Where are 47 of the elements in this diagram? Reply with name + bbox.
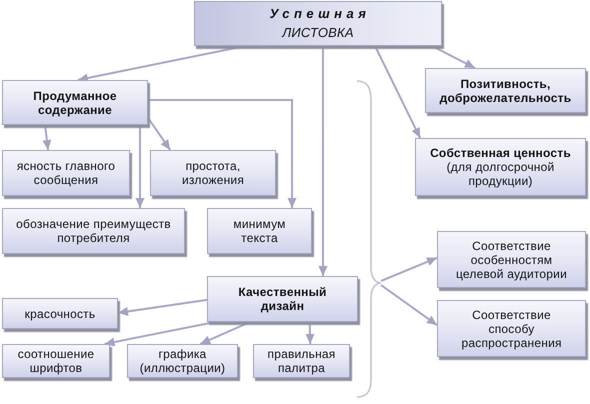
concept-box xyxy=(207,276,358,322)
arrow xyxy=(432,45,476,69)
box-label: простота, изложения xyxy=(180,159,246,187)
box-label: Позитивность, доброжелательность xyxy=(438,76,572,104)
arrow xyxy=(104,321,216,346)
concept-box xyxy=(2,80,148,125)
box-label: графика (иллюстрации) xyxy=(138,347,226,375)
box-label: ясность главного сообщения xyxy=(16,159,116,187)
box-label: минимум текста xyxy=(232,217,287,245)
arrow xyxy=(200,321,250,345)
concept-box xyxy=(2,344,110,378)
arrow xyxy=(147,117,171,151)
box-label: Соответствие способу распространения xyxy=(462,308,562,350)
concept-box xyxy=(425,68,586,113)
concept-box xyxy=(127,344,238,378)
arrow xyxy=(318,46,328,276)
box-label: красочность xyxy=(24,306,96,320)
concept-box xyxy=(2,150,130,196)
arrow xyxy=(380,256,438,282)
box-label: Продуманное содержание xyxy=(32,88,118,116)
title-text: ЛИСТОВКА xyxy=(282,26,354,40)
title-text: Успешная xyxy=(268,7,370,21)
box-label: соотношение шрифтов xyxy=(16,347,96,375)
arrow xyxy=(118,298,208,316)
box-label: обозначение преимуществ потребителя xyxy=(15,217,172,245)
concept-box xyxy=(2,208,185,254)
title-box xyxy=(194,1,442,46)
arrow xyxy=(42,124,52,150)
concept-box xyxy=(253,344,350,378)
box-label: (для долгосрочной продукции) xyxy=(446,160,556,188)
concept-box xyxy=(150,150,276,196)
arrow xyxy=(380,284,438,326)
arrow xyxy=(135,125,144,208)
concept-box xyxy=(2,298,118,329)
arrow xyxy=(305,322,314,344)
arrow xyxy=(148,98,297,208)
concept-box xyxy=(437,300,586,357)
concept-box xyxy=(415,138,586,196)
concept-box xyxy=(437,231,586,288)
box-label: Качественный дизайн xyxy=(237,285,328,313)
curly-brace xyxy=(355,80,383,398)
arrow xyxy=(78,45,246,82)
box-label: правильная палитра xyxy=(266,347,336,375)
concept-box xyxy=(207,208,312,254)
box-label: Соответствие особенностям целевой аудитории xyxy=(454,238,568,280)
box-label: Собственная ценность xyxy=(430,146,571,160)
arrow xyxy=(374,46,422,138)
